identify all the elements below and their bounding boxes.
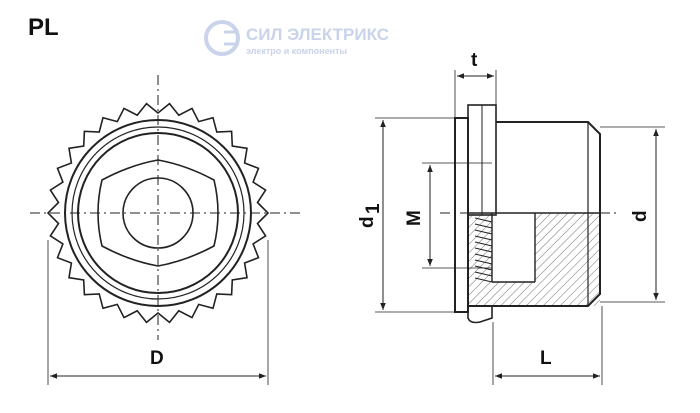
watermark-name: СИЛ ЭЛЕКТРИКС xyxy=(246,25,389,44)
watermark-logo: СИЛ ЭЛЕКТРИКС электро и компоненты xyxy=(204,20,389,56)
thread-line xyxy=(474,217,493,223)
thread-line xyxy=(474,223,493,229)
knurled-rim xyxy=(46,102,270,324)
part-title: PL xyxy=(28,14,59,41)
thread-line xyxy=(474,241,493,247)
thread-line xyxy=(474,277,493,283)
front-view xyxy=(30,75,300,385)
thread-line xyxy=(474,259,493,265)
thread-line xyxy=(474,253,493,259)
thread-line xyxy=(474,235,493,241)
dimension-L-label: L xyxy=(540,348,552,369)
thread-line xyxy=(474,229,493,235)
dimension-D-label: D xyxy=(150,348,164,369)
watermark-tagline: электро и компоненты xyxy=(246,46,347,56)
side-view xyxy=(375,70,665,385)
thread-line xyxy=(474,271,493,277)
dimension-t-label: t xyxy=(471,50,478,71)
thread-line xyxy=(474,247,493,253)
dimension-d1-label: d xyxy=(357,216,378,228)
dimension-d-label: d xyxy=(630,210,651,222)
dimension-d1-subscript: 1 xyxy=(363,203,384,214)
dimension-M-label: M xyxy=(404,210,425,226)
